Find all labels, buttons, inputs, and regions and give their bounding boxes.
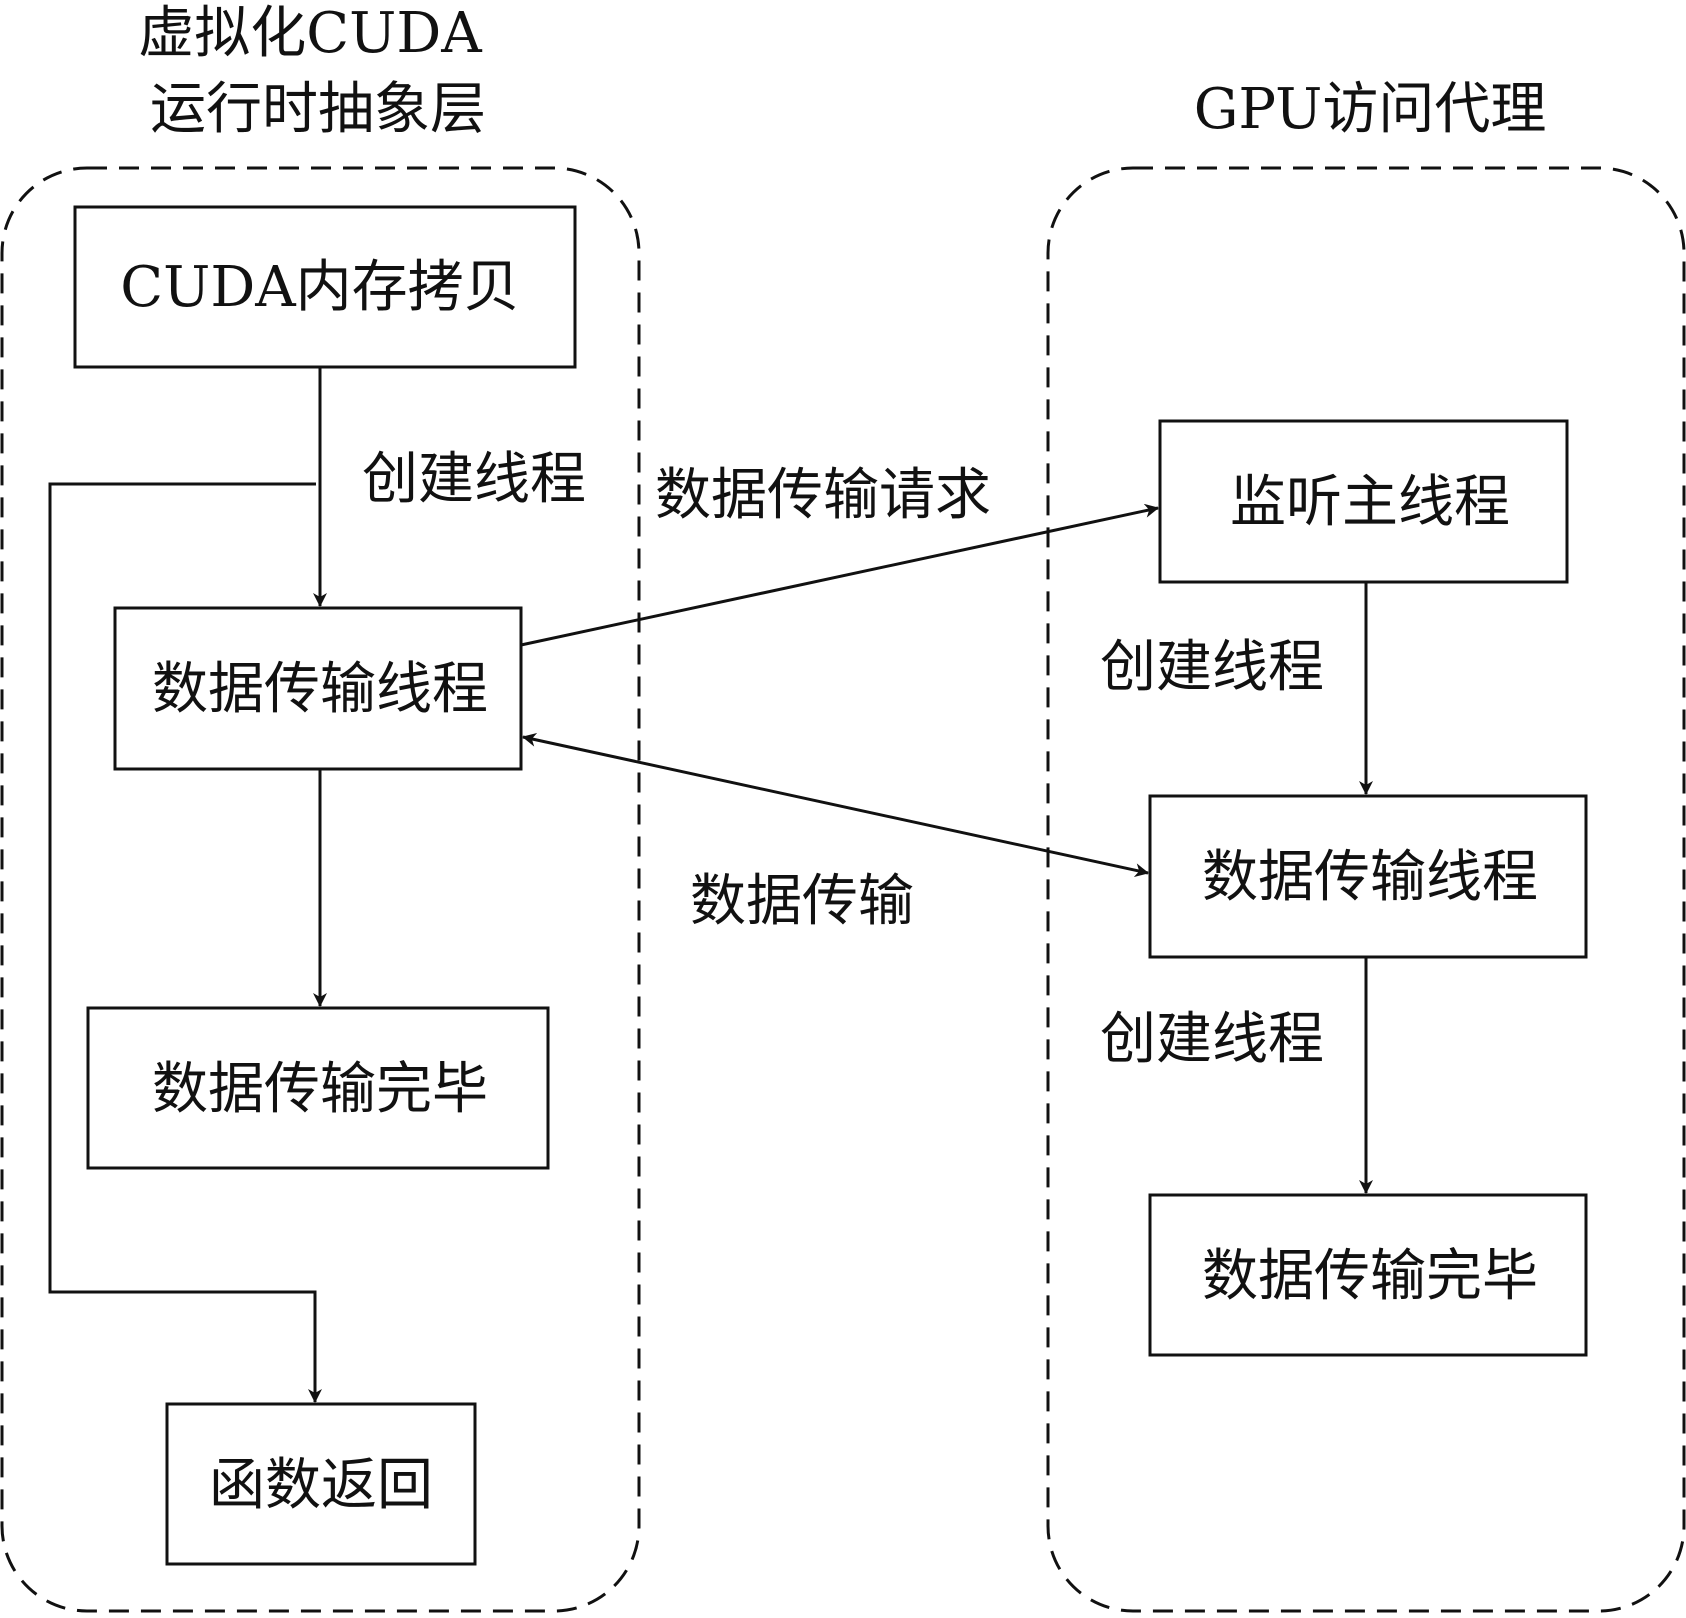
edge-label-data-transfer: 数据传输 — [690, 869, 914, 934]
box-cuda-memcpy-label: CUDA内存拷贝 — [120, 255, 519, 320]
box-right-transfer-thread-label: 数据传输线程 — [1202, 845, 1538, 910]
box-right-transfer-done: 数据传输完毕 — [1148, 1193, 1588, 1357]
left-group-title-line2: 运行时抽象层 — [150, 77, 486, 142]
box-func-return: 函数返回 — [165, 1402, 477, 1566]
arrow-transfer-request — [520, 503, 1159, 647]
left-group-container — [0, 166, 641, 1613]
edge-label-left-create-thread: 创建线程 — [362, 447, 586, 512]
left-group-title-line1: 虚拟化CUDA — [138, 1, 482, 66]
box-left-transfer-thread-label: 数据传输线程 — [152, 657, 488, 722]
box-listen-main-thread: 监听主线程 — [1158, 419, 1569, 584]
edge-label-right-create-thread-1: 创建线程 — [1100, 635, 1324, 700]
edge-label-transfer-request: 数据传输请求 — [655, 463, 991, 528]
box-left-transfer-thread: 数据传输线程 — [113, 606, 523, 771]
arrow-data-transfer — [522, 732, 1149, 878]
right-group-title: GPU访问代理 — [1194, 77, 1547, 142]
box-left-transfer-done: 数据传输完毕 — [86, 1006, 550, 1170]
box-right-transfer-done-label: 数据传输完毕 — [1202, 1244, 1538, 1309]
right-group-container — [1046, 166, 1686, 1613]
edge-label-right-create-thread-2: 创建线程 — [1100, 1007, 1324, 1072]
box-cuda-memcpy: CUDA内存拷贝 — [73, 205, 577, 369]
box-listen-main-thread-label: 监听主线程 — [1230, 470, 1510, 535]
box-right-transfer-thread: 数据传输线程 — [1148, 794, 1588, 959]
arrow-bypass-to-return — [48, 482, 322, 1403]
box-left-transfer-done-label: 数据传输完毕 — [152, 1057, 488, 1122]
box-func-return-label: 函数返回 — [209, 1453, 433, 1518]
